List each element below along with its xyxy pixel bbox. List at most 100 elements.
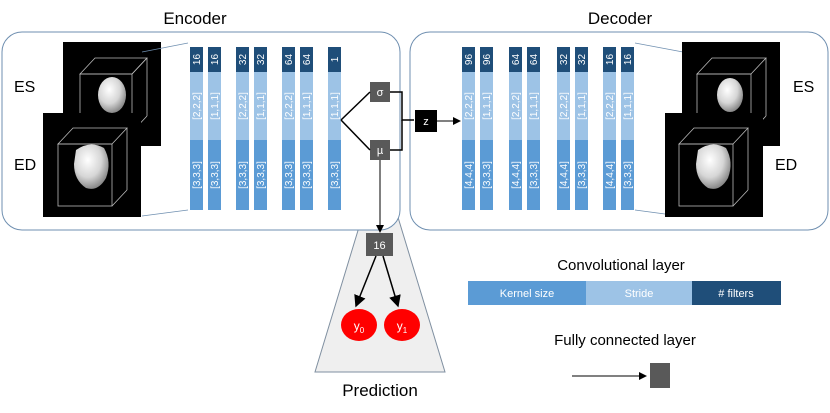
svg-text:y1: y1: [397, 319, 408, 335]
decoder-layer-2a-stride-segment: [509, 72, 522, 140]
mu-node: µ: [370, 140, 390, 160]
legend-conv-bar: Kernel size Stride # filters: [468, 281, 781, 305]
decoder-layer-4a-kernel-label: [4,4,4]: [605, 161, 616, 189]
decoder-layer-1a-stride-label: [2,2,2]: [464, 92, 475, 120]
decoder-layer-1b-kernel-label: [3,3,3]: [482, 161, 493, 189]
decoder-layer-1a-filters-segment: [462, 47, 475, 72]
decoder-layer-4a-stride-segment: [603, 72, 616, 140]
decoder-layer-3a-kernel-label: [4,4,4]: [559, 161, 570, 189]
encoder-conv-layers: 16[2,2,2][3,3,3]16[1,1,1][3,3,3]32[2,2,2…: [190, 47, 341, 210]
decoder-layer-4b-kernel-segment: [621, 140, 634, 210]
decoder-layer-2b-filters-label: 64: [529, 54, 540, 66]
encoder-layer-2b-stride-segment: [254, 72, 267, 140]
encoder-layer-2b-filters-segment: [254, 47, 267, 72]
decoder-layer-2b-filters-segment: [527, 47, 540, 72]
encoder-layer-2a-filters-label: 32: [238, 54, 249, 66]
decoder-layer-1a: 96 [2,2,2] [4,4,4]: [462, 47, 475, 210]
decoder-layer-1a-stride-segment: [462, 72, 475, 140]
decoder-title: Decoder: [588, 9, 653, 28]
encoder-layer-4a-kernel-segment: [328, 140, 341, 210]
encoder-layer-1a-stride-segment: [190, 72, 203, 140]
encoder-layer-1b-stride-segment: [208, 72, 221, 140]
decoder-layer-1b-kernel-segment: [480, 140, 493, 210]
encoder-layer-2b-stride-label: [1,1,1]: [256, 92, 267, 120]
encoder-layer-4a-stride-label: [1,1,1]: [330, 92, 341, 120]
decoder-layer-3b: 32[1,1,1][3,3,3]: [575, 47, 588, 210]
legend-kernel-label: Kernel size: [500, 288, 554, 300]
encoder-layer-4a-kernel-label: [3,3,3]: [330, 161, 341, 189]
encoder-layer-1b-kernel-segment: [208, 140, 221, 210]
decoder-layer-2b-stride-label: [1,1,1]: [529, 92, 540, 120]
encoder-layer-3a: 64[2,2,2][3,3,3]: [282, 47, 295, 210]
edge-sigma-to-z: [390, 91, 414, 121]
decoder-layer-3a: 32[2,2,2][4,4,4]: [557, 47, 570, 210]
decoder-layer-2a: 64[2,2,2][4,4,4]: [509, 47, 522, 210]
edge-to-sigma: [340, 91, 371, 121]
encoder-layer-2a-filters-segment: [236, 47, 249, 72]
decoder-layer-4b-filters-label: 16: [623, 54, 634, 66]
encoder-connector-top: [141, 42, 189, 53]
encoder-layer-1a-kernel-segment: [190, 140, 203, 210]
edge-mu-to-z: [390, 120, 403, 151]
encoder-layer-4a-filters-label: 1: [330, 56, 341, 62]
decoder-layer-2b: 64 [1,1,1] [3,3,3]: [527, 47, 540, 210]
decoder-layer-3a-stride-segment: [557, 72, 570, 140]
encoder-layer-3b: 64[1,1,1][3,3,3]: [300, 47, 313, 210]
decoder-layer-1b: 96[1,1,1][3,3,3]: [480, 47, 493, 210]
encoder-layer-3b-kernel-segment: [300, 140, 313, 210]
decoder-layer-1a-kernel-label: [4,4,4]: [464, 161, 475, 189]
encoder-ed-volume: [43, 113, 141, 217]
sigma-label: σ: [377, 87, 384, 99]
decoder-layer-3b-filters-label: 32: [577, 54, 588, 66]
decoder-layer-2a-stride-label: [2,2,2]: [511, 92, 522, 120]
decoder-layer-1b-stride-segment: [480, 72, 493, 140]
output-node-y0: y0: [341, 309, 377, 341]
decoder-es-label: ES: [793, 79, 814, 96]
legend-filters-label: # filters: [718, 288, 754, 300]
decoder-layer-4b: 16[1,1,1][3,3,3]: [621, 47, 634, 210]
decoder-layer-2b-kernel-label: [3,3,3]: [529, 161, 540, 189]
decoder-layer-3b-kernel-segment: [575, 140, 588, 210]
encoder-layer-3b-filters-segment: [300, 47, 313, 72]
encoder-layer-1a-stride-label: [2,2,2]: [192, 92, 203, 120]
output-y1-label: y: [397, 319, 403, 333]
decoder-layer-4b-stride-label: [1,1,1]: [623, 92, 634, 120]
encoder-layer-3a-filters-segment: [282, 47, 295, 72]
encoder-layer-2a: 32[2,2,2][3,3,3]: [236, 47, 249, 210]
decoder-layer-1b-filters-label: 96: [482, 54, 493, 66]
encoder-layer-2a-kernel-label: [3,3,3]: [238, 161, 249, 189]
decoder-layer-4a-filters-label: 16: [605, 54, 616, 66]
decoder-layer-1a-filters-label: 96: [464, 54, 475, 66]
legend-kernel-segment: [468, 281, 586, 305]
encoder-layer-2b-kernel-label: [3,3,3]: [256, 161, 267, 189]
encoder-layer-1a-kernel-label: [3,3,3]: [192, 161, 203, 189]
decoder-layer-3b-filters-segment: [575, 47, 588, 72]
output-node-y1: y1: [384, 309, 420, 341]
decoder-layer-3b-kernel-label: [3,3,3]: [577, 161, 588, 189]
sigma-node: σ: [370, 82, 390, 102]
encoder-layer-1a: 16 [2,2,2] [3,3,3]: [190, 47, 203, 210]
legend-fc-title: Fully connected layer: [554, 332, 696, 349]
mu-label: µ: [377, 145, 384, 157]
encoder-layer-2a-kernel-segment: [236, 140, 249, 210]
edge-fc-to-y1: [382, 255, 401, 308]
decoder-layer-2a-kernel-label: [4,4,4]: [511, 161, 522, 189]
decoder-ed-volume: [665, 113, 763, 217]
encoder-layer-3a-stride-label: [2,2,2]: [284, 92, 295, 120]
decoder-layer-4a: 16[2,2,2][4,4,4]: [603, 47, 616, 210]
encoder-layer-3a-kernel-label: [3,3,3]: [284, 161, 295, 189]
prediction-title: Prediction: [342, 381, 418, 400]
edge-fc-to-y0: [354, 255, 377, 308]
legend-fc-node: [650, 363, 670, 388]
encoder-layer-1a-filters-label: 16: [192, 54, 203, 66]
output-y0-label: y: [354, 319, 360, 333]
encoder-layer-1b-filters-segment: [208, 47, 221, 72]
encoder-layer-3b-stride-label: [1,1,1]: [302, 92, 313, 120]
fc-node-label: 16: [373, 240, 385, 252]
output-y1-subscript: 1: [403, 326, 408, 335]
legend-conv-title: Convolutional layer: [557, 257, 685, 274]
decoder-layer-4b-filters-segment: [621, 47, 634, 72]
encoder-layer-3b-kernel-label: [3,3,3]: [302, 161, 313, 189]
edge-to-mu: [340, 119, 371, 151]
